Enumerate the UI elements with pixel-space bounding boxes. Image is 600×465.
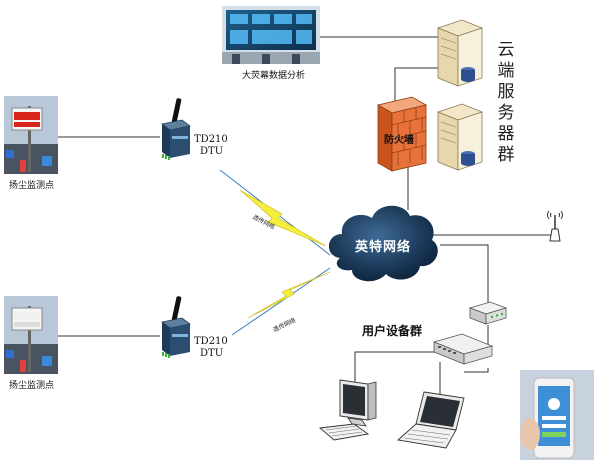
network-switch-icon xyxy=(432,332,494,370)
dust-monitor-station-image xyxy=(4,96,58,174)
label-char: 器 xyxy=(497,124,515,144)
label-char: 务 xyxy=(497,103,515,123)
server-top xyxy=(432,18,484,88)
dtu-model: TD210 xyxy=(194,336,228,347)
label-char: 群 xyxy=(497,145,515,165)
dtu-device-icon xyxy=(158,96,192,162)
wireless-link-lightning-icon xyxy=(239,189,327,247)
router-icon xyxy=(468,300,508,328)
label-char: 服 xyxy=(497,82,515,102)
monitor-point-caption: 扬尘监测点 xyxy=(9,381,55,391)
wireless-link-lightning-icon xyxy=(247,271,331,319)
laptop-icon xyxy=(396,390,468,452)
label-char: 云 xyxy=(497,40,515,60)
dtu-model: TD210 xyxy=(194,134,228,145)
dtu-type: DTU xyxy=(200,146,224,157)
user-device-group-label: 用户设备群 xyxy=(362,324,423,338)
server-bottom xyxy=(432,102,484,172)
label-char: 端 xyxy=(497,61,515,81)
smartphone-image xyxy=(520,370,594,460)
desktop-computer-icon xyxy=(318,378,388,446)
firewall-label: 防火墙 xyxy=(384,135,414,146)
dtu-device-icon xyxy=(158,294,192,360)
network-label: 英特网络 xyxy=(355,240,412,255)
cloud-server-group-label: 云 端 服 务 器 群 xyxy=(496,40,516,166)
internet-cloud-icon xyxy=(322,196,442,288)
dtu-label: TD210 DTU xyxy=(194,134,228,158)
antenna-icon xyxy=(545,205,565,243)
dtu-label: TD210 DTU xyxy=(194,336,228,360)
dust-monitor-station-image xyxy=(4,296,58,374)
big-screen-image xyxy=(222,6,320,64)
big-screen-caption: 大荧幕数据分析 xyxy=(242,71,306,81)
firewall-icon xyxy=(374,95,428,173)
dtu-type: DTU xyxy=(200,348,224,359)
monitor-point-caption: 扬尘监测点 xyxy=(9,181,55,191)
